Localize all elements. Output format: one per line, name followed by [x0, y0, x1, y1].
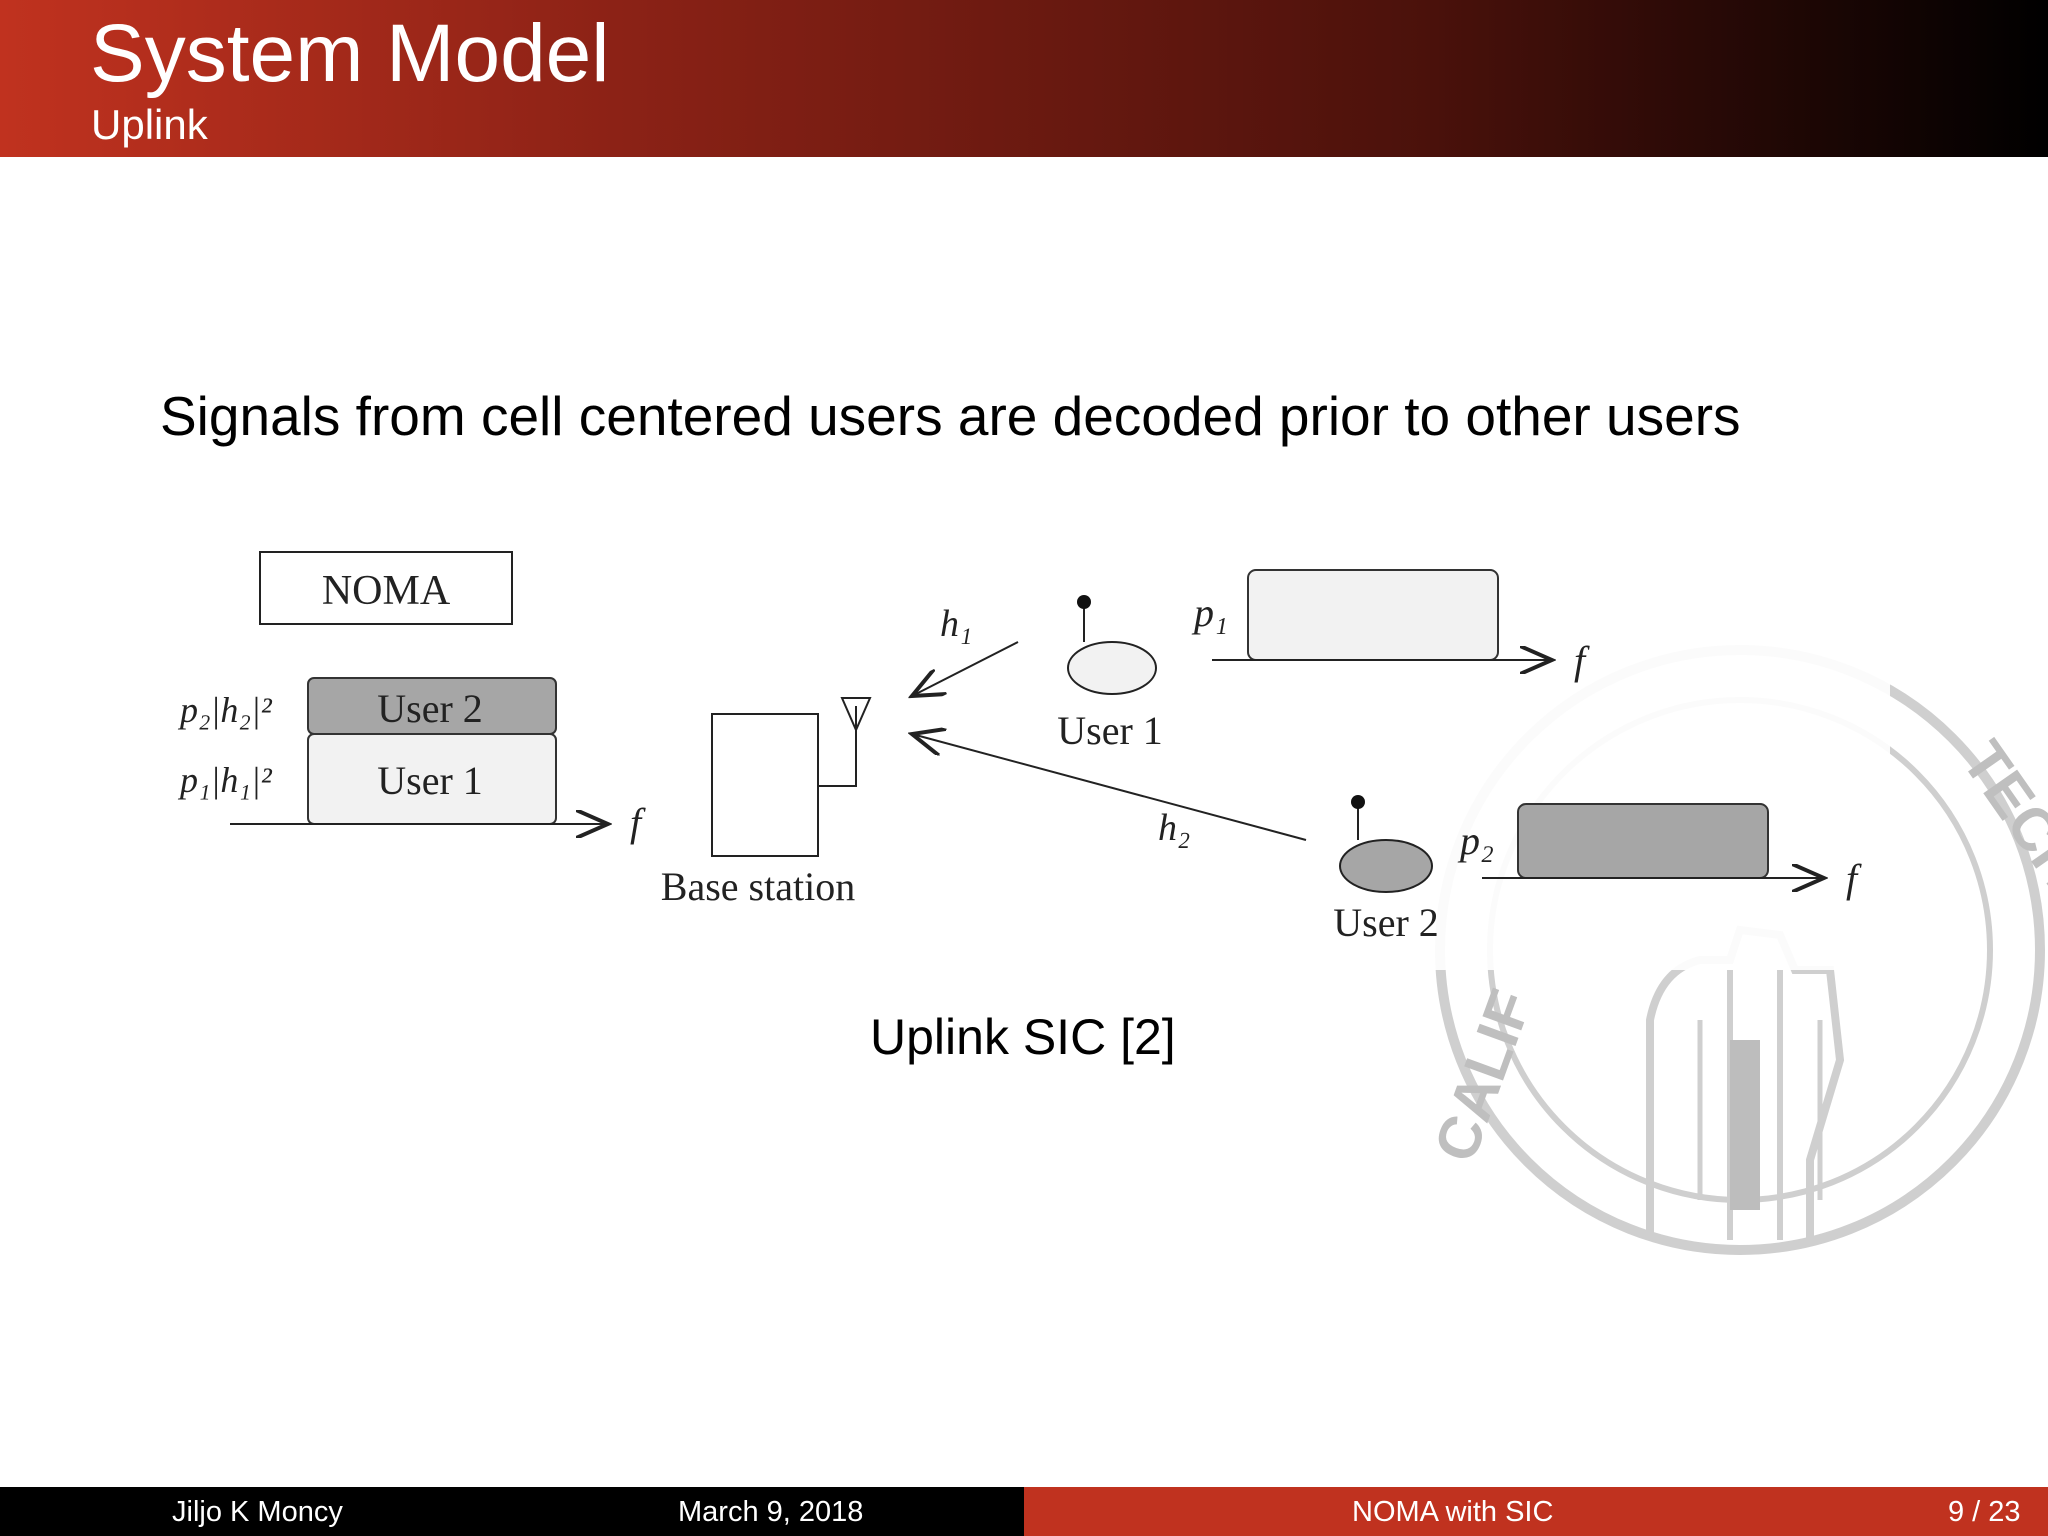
channel-label-h2: h₂	[1158, 807, 1190, 849]
channel-label-h1: h₁	[940, 603, 972, 645]
user2-label: User 2	[1333, 900, 1439, 945]
user1-power-spectrum	[1247, 569, 1499, 661]
user1-device	[1067, 641, 1157, 695]
footer-page-number: 9 / 23	[1948, 1496, 2021, 1528]
footer-author: Jiljo K Moncy	[172, 1496, 343, 1528]
footer-short-title: NOMA with SIC	[1352, 1496, 1554, 1528]
header-bar: System Model Uplink	[0, 0, 2048, 157]
uplink-sic-diagram: NOMA User 2 User 1 p₂|h₂|² p₁|h₁|² f Bas…	[160, 530, 1890, 970]
p1-label: p₁	[1191, 590, 1228, 635]
footer-right: NOMA with SIC 9 / 23	[1024, 1487, 2048, 1536]
channel-arrow-h2	[912, 734, 1307, 841]
slide-subtitle: Uplink	[91, 101, 208, 148]
user2-block-label: User 2	[377, 686, 483, 731]
user2-power-spectrum	[1517, 803, 1769, 879]
user1-label: User 1	[1057, 708, 1163, 753]
power-label-user2: p₂|h₂|²	[177, 690, 273, 730]
footer-left: Jiljo K Moncy March 9, 2018	[0, 1487, 1024, 1536]
main-statement: Signals from cell centered users are dec…	[160, 385, 1741, 447]
base-station-label: Base station	[661, 864, 855, 909]
power-label-user1: p₁|h₁|²	[177, 760, 273, 800]
channel-arrow-h1	[912, 641, 1019, 696]
figure-caption: Uplink SIC [2]	[870, 1009, 1176, 1065]
caltech-seal-watermark: CALIF TECHNOLOGY	[1421, 645, 2048, 1255]
user1-block-label: User 1	[377, 758, 483, 803]
p2-label: p₂	[1457, 818, 1494, 863]
footer-bar: Jiljo K Moncy March 9, 2018 NOMA with SI…	[0, 1487, 2048, 1536]
noma-label: NOMA	[322, 568, 451, 614]
noma-box	[259, 551, 513, 625]
antenna-icon	[818, 697, 872, 787]
user2-device	[1339, 839, 1433, 893]
footer-date: March 9, 2018	[678, 1496, 864, 1528]
base-station-box	[711, 713, 819, 857]
slide-title: System Model	[90, 8, 610, 99]
